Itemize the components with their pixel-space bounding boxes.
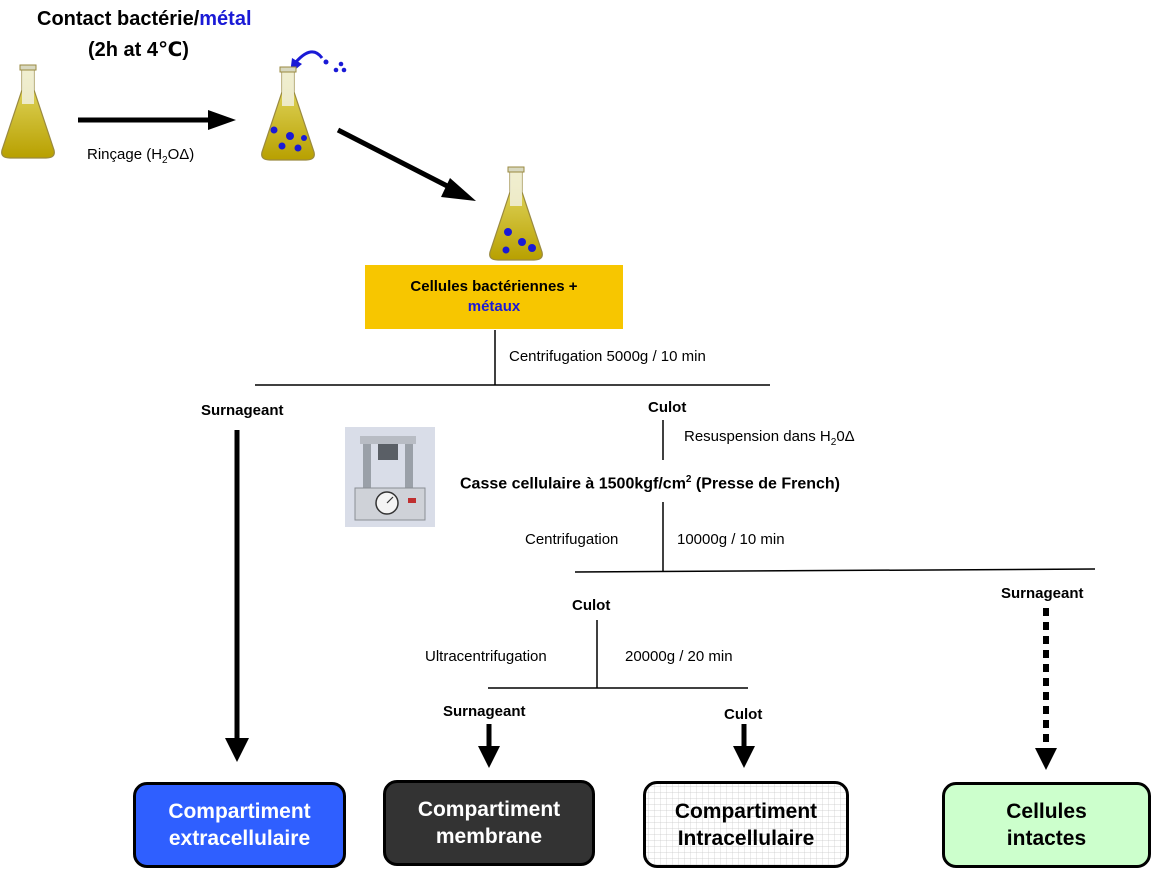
casse-cellulaire-label: Casse cellulaire à 1500kgf/cm2 (Presse d… [460,474,840,493]
compartment-line2: intactes [1006,827,1087,850]
french-press-image [345,427,435,527]
compartment-extracellulaire: Compartiment extracellulaire [133,782,346,868]
surnageant-right-label: Surnageant [1001,585,1084,602]
metal-drop-arrow [290,50,347,74]
centrifugation2-right-label: 10000g / 10 min [677,531,785,548]
start-box-line2: métaux [467,298,521,315]
compartment-line2: membrane [435,825,543,848]
surnageant-left-label: Surnageant [201,402,284,419]
compartment-line1: Compartiment [168,800,311,823]
rinse-label: Rinçage (H2OΔ) [87,146,195,166]
start-box: Cellules bactériennes + métaux [365,265,623,329]
flask-with-metal-icon [261,66,315,161]
culot-bottom-label: Culot [724,706,763,723]
start-box-line1: Cellules bactériennes + [410,278,578,295]
compartment-line2: Intracellulaire [677,826,815,850]
arrow-to-flask3 [336,127,476,201]
compartment-line1: Cellules [1006,800,1087,823]
arrow-to-extracellulaire [225,430,249,762]
ultra-speed-label: 20000g / 20 min [625,648,733,665]
compartment-cellules-intactes: Cellules intactes [942,782,1151,868]
centrifugation1-label: Centrifugation 5000g / 10 min [509,348,706,365]
culot-mid-label: Culot [572,597,611,614]
compartment-membrane: Compartiment membrane [383,780,595,866]
compartment-line1: Compartiment [417,798,561,821]
culot-top-label: Culot [648,399,687,416]
arrow-to-membrane [478,724,500,768]
ultracentrifugation-label: Ultracentrifugation [425,648,547,665]
arrow-to-cellules-intactes [1035,608,1057,770]
compartment-line2: extracellulaire [168,827,311,850]
centrifugation2-left-label: Centrifugation [525,531,619,548]
flask-with-metal-icon [489,166,543,261]
resuspension-label: Resuspension dans H20Δ [684,428,855,448]
header-subtitle: (2h at 4℃) [88,39,189,61]
surnageant-bottom-label: Surnageant [443,703,526,720]
arrow-to-intracellulaire [733,724,755,768]
title-metal: métal [199,8,252,30]
title-prefix: Contact bactérie/ [37,8,200,30]
header-title: Contact bactérie/métal [37,8,252,31]
flask-icon [1,64,55,159]
arrow-rinse [78,110,236,130]
compartment-line1: Compartiment [674,799,818,823]
